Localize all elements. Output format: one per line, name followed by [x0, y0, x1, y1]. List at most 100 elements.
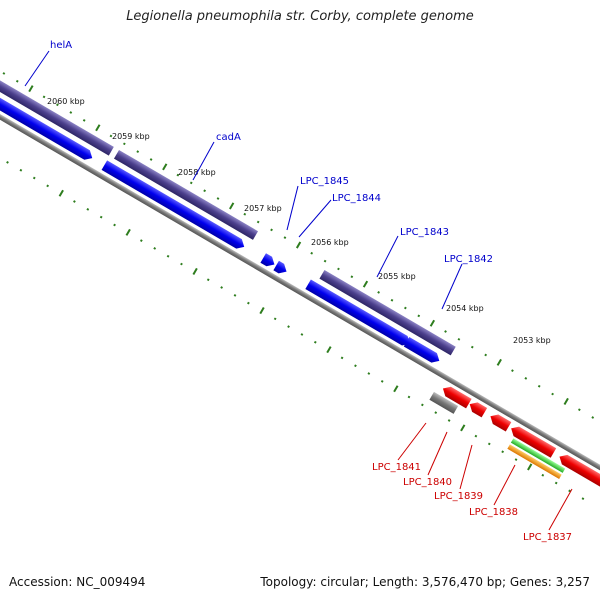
major-tick — [58, 189, 64, 197]
kbp-labels: 2060 kbp 2059 kbp 2058 kbp 2057 kbp 2056… — [47, 97, 551, 345]
major-tick — [393, 385, 399, 393]
minor-tick — [153, 247, 157, 250]
minor-tick — [487, 442, 491, 446]
minor-tick — [537, 384, 541, 388]
gene-label-lpc-1841: LPC_1841 — [372, 462, 421, 473]
minor-tick — [283, 236, 287, 240]
gene-lpc-1837 — [559, 454, 600, 489]
minor-tick — [99, 215, 103, 219]
minor-tick — [247, 301, 250, 305]
kbp-label: 2057 kbp — [244, 204, 282, 213]
map-title: Legionella pneumophila str. Corby, compl… — [126, 9, 474, 24]
minor-tick — [310, 251, 314, 255]
minor-tick — [270, 228, 273, 232]
kbp-label: 2056 kbp — [311, 238, 349, 247]
minor-tick — [273, 317, 277, 321]
minor-tick — [82, 118, 86, 122]
reverse-labels: LPC_1841 LPC_1840 LPC_1839 LPC_1838 LPC_… — [372, 422, 573, 543]
minor-tick — [470, 345, 474, 349]
minor-tick — [380, 380, 384, 383]
minor-tick — [340, 356, 344, 360]
major-tick — [259, 307, 265, 315]
minor-tick — [524, 377, 528, 380]
gene-label-cada: cadA — [216, 132, 241, 143]
gene-label-lpc-1839: LPC_1839 — [434, 491, 483, 502]
gray-feature — [429, 391, 459, 414]
minor-tick — [514, 458, 518, 461]
minor-tick — [417, 314, 421, 318]
gene-lpc-1839 — [490, 414, 512, 432]
gene-cada — [101, 160, 245, 249]
major-tick — [496, 358, 502, 366]
minor-tick — [176, 173, 180, 177]
minor-tick — [180, 262, 183, 266]
minor-tick — [166, 254, 170, 258]
minor-tick — [367, 372, 371, 375]
minor-tick — [2, 72, 6, 75]
gene-label-lpc-1843: LPC_1843 — [400, 227, 449, 238]
gene-hela — [0, 86, 93, 160]
major-tick — [326, 346, 332, 354]
kbp-label: 2059 kbp — [112, 132, 150, 141]
minor-tick — [484, 353, 488, 357]
minor-tick — [113, 223, 116, 227]
minor-tick — [216, 197, 220, 200]
gene-lpc-1843 — [305, 279, 410, 346]
minor-tick — [501, 450, 505, 454]
minor-tick — [350, 275, 354, 279]
gene-label-hela: helA — [50, 40, 72, 51]
major-tick — [192, 267, 198, 275]
kbp-label: 2060 kbp — [47, 97, 85, 106]
kbp-label: 2054 kbp — [446, 304, 484, 313]
minor-tick — [337, 267, 340, 271]
major-tick — [295, 241, 302, 249]
minor-tick — [300, 333, 304, 336]
gene-label-lpc-1844: LPC_1844 — [332, 193, 381, 204]
minor-tick — [86, 207, 90, 211]
gene-lpc-1841 — [442, 386, 472, 409]
inner-tick-track — [6, 161, 585, 501]
minor-tick — [581, 497, 585, 501]
major-tick — [460, 424, 466, 432]
gene-lpc-1838 — [511, 426, 557, 458]
operon-bar-1 — [0, 73, 114, 156]
gene-label-lpc-1837: LPC_1837 — [523, 532, 572, 543]
minor-tick — [444, 330, 447, 333]
minor-tick — [554, 481, 558, 485]
minor-tick — [354, 364, 357, 368]
gene-label-lpc-1842: LPC_1842 — [444, 254, 493, 265]
gene-lpc-1845 — [260, 253, 275, 267]
forward-labels: helA cadA LPC_1845 LPC_1844 LPC_1843 LPC… — [24, 40, 493, 310]
minor-tick — [591, 416, 595, 419]
gene-lpc-1844 — [273, 260, 287, 274]
minor-tick — [447, 419, 451, 422]
gene-lpc-1842 — [403, 336, 440, 363]
operon-bar-3 — [319, 270, 456, 356]
genome-backbone — [0, 98, 600, 476]
minor-tick — [220, 286, 223, 289]
minor-tick — [189, 181, 193, 185]
minor-tick — [511, 369, 514, 372]
minor-tick — [206, 278, 210, 282]
major-tick — [125, 228, 131, 236]
minor-tick — [32, 176, 36, 180]
rrna-orange-band — [507, 444, 562, 479]
major-tick — [95, 124, 101, 132]
gene-label-lpc-1840: LPC_1840 — [403, 477, 452, 488]
genome-summary-text: Topology: circular; Length: 3,576,470 bp… — [260, 575, 590, 589]
gene-label-lpc-1838: LPC_1838 — [469, 507, 518, 518]
major-tick — [162, 163, 168, 171]
minor-tick — [323, 259, 327, 263]
kbp-label: 2055 kbp — [378, 272, 416, 281]
minor-tick — [287, 325, 290, 328]
rrna-green-band — [510, 438, 566, 473]
minor-tick — [122, 142, 126, 146]
minor-tick — [256, 220, 260, 224]
operon-bar-2 — [113, 149, 259, 240]
minor-tick — [56, 103, 59, 107]
gene-label-lpc-1845: LPC_1845 — [300, 176, 349, 187]
minor-tick — [149, 158, 153, 161]
minor-tick — [243, 212, 247, 216]
minor-tick — [551, 392, 554, 396]
